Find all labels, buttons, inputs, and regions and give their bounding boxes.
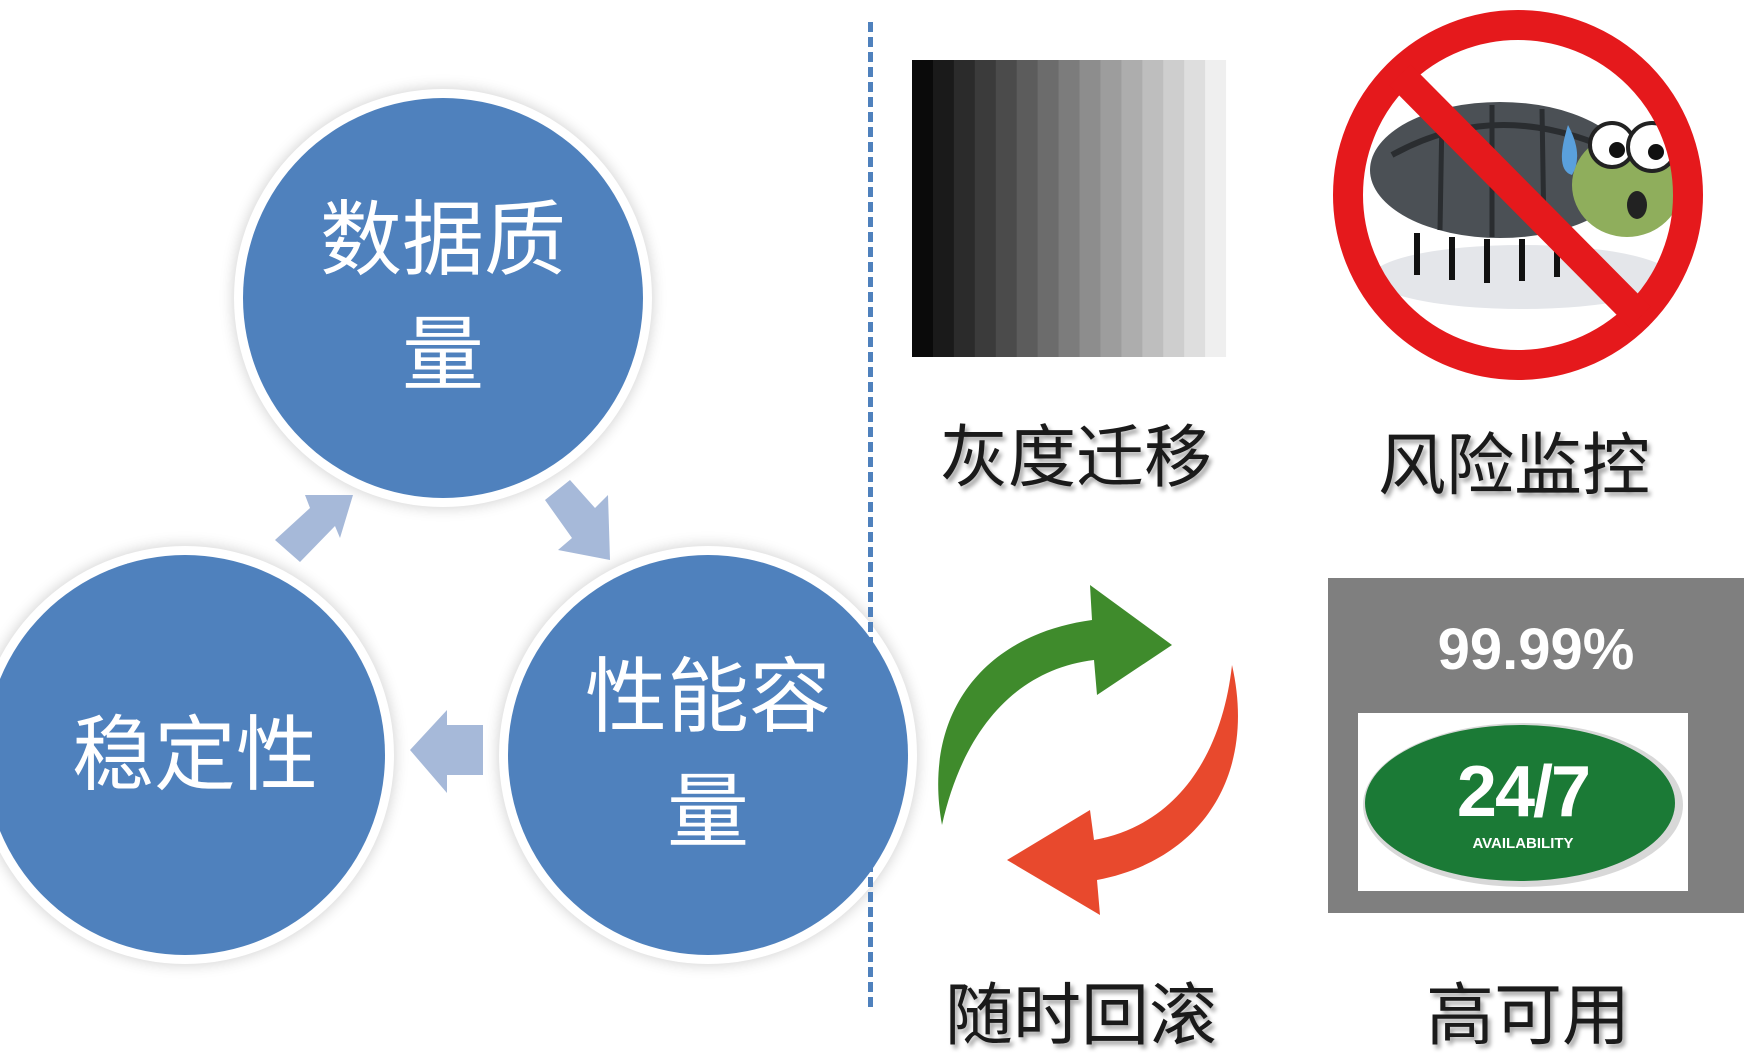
node-stability-label: 稳定性	[71, 707, 318, 803]
refresh-arrows-icon	[938, 585, 1238, 915]
section-divider	[868, 22, 873, 1007]
gradient-stripe	[1016, 60, 1039, 357]
gradient-stripe	[1163, 60, 1185, 357]
badge-oval-shape	[1363, 723, 1683, 887]
gradient-stripe	[1058, 60, 1080, 357]
availability-badge-subtext: AVAILABILITY	[1472, 835, 1574, 852]
cycle-arrow-quality-to-performance	[545, 480, 610, 560]
gradient-stripe	[974, 60, 997, 357]
node-data-quality: 数据质量	[243, 98, 643, 498]
availability-percent: 99.99%	[1437, 617, 1635, 682]
gradient-stripe	[1142, 60, 1164, 357]
availability-badge: 24/7 AVAILABILITY	[1358, 713, 1688, 891]
gradient-stripe	[1121, 60, 1143, 357]
gradient-bar-icon	[912, 60, 1247, 357]
gradient-stripe	[1205, 60, 1227, 357]
gradient-stripe	[1184, 60, 1206, 357]
cycle-arrow-performance-to-stability	[410, 710, 483, 793]
gradient-stripe	[1037, 60, 1060, 357]
node-stability: 稳定性	[0, 555, 385, 955]
no-bug-icon	[1322, 5, 1717, 380]
caption-high-availability: 高可用	[1426, 977, 1631, 1056]
gradient-stripe	[1226, 60, 1247, 357]
caption-rollback: 随时回滚	[945, 977, 1218, 1056]
gradient-stripe	[1100, 60, 1122, 357]
gradient-stripe	[953, 60, 976, 357]
availability-24-7-icon: 99.99% 24/7 AVAILABILITY	[1328, 578, 1744, 913]
gradient-stripe	[1079, 60, 1101, 357]
caption-gray-migration: 灰度迁移	[940, 419, 1213, 498]
node-performance-capacity-label: 性能容量	[584, 650, 831, 860]
caption-risk-monitoring: 风险监控	[1378, 427, 1651, 506]
gradient-stripe	[932, 60, 955, 357]
availability-badge-text: 24/7	[1456, 752, 1591, 832]
node-performance-capacity: 性能容量	[508, 555, 908, 955]
gradient-stripe	[995, 60, 1018, 357]
cycle-arrow-stability-to-quality	[275, 495, 353, 562]
node-data-quality-label: 数据质量	[319, 193, 566, 403]
gradient-stripe	[912, 60, 934, 357]
